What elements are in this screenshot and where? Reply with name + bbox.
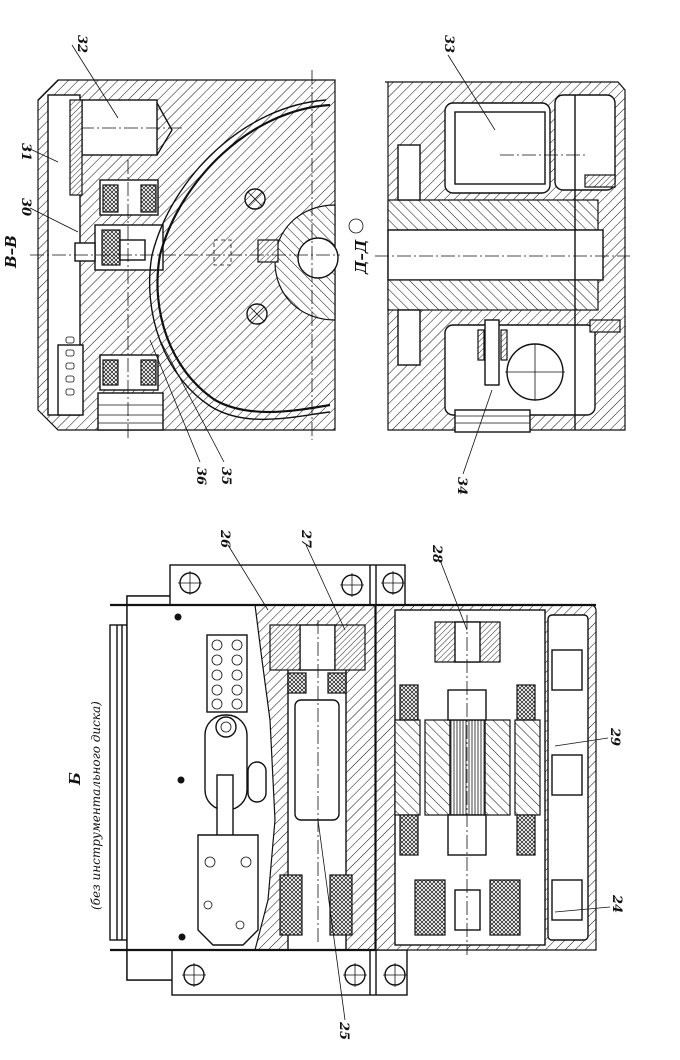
lever-31 [69,99,83,196]
view-titles: В–В Д–Д Б (без инструментального диска) [2,235,370,910]
nut-36 [97,392,164,431]
stator-right-b [484,719,511,816]
pin-30 [74,242,96,262]
key [257,239,279,263]
view-marker-circle [348,218,364,234]
pin-marks [244,188,268,325]
section-bb [30,70,340,440]
view-b [109,564,597,996]
solenoid-32 [81,99,158,156]
stator-left-b [424,719,451,816]
gear-27 [334,624,366,671]
label-34: 34 [454,477,469,495]
bearing-left [279,874,303,936]
terminal-block [206,634,248,713]
label-36: 36 [193,467,208,485]
flange-top [169,564,406,606]
mounting-holes [178,571,407,987]
label-28: 28 [429,544,444,563]
shaft-dd [387,229,604,281]
brake-coil-right [489,879,521,936]
terminal-slots [65,336,75,396]
pin-34 [484,319,500,386]
winding-top-left [399,684,419,721]
label-25: 25 [336,1021,351,1040]
winding-bottom-left [399,814,419,856]
disk-arc [156,103,331,414]
label-33: 33 [441,35,456,53]
title-section-bb: В–В [2,235,20,269]
label-26: 26 [217,529,232,548]
terminal-screws [211,639,243,710]
spindle-bore [297,237,339,279]
bearing-right [329,874,353,936]
brake-coil-left [414,879,446,936]
caption-view-b: (без инструментального диска) [89,701,103,910]
section-dd [348,81,630,433]
rotor-29 [449,719,486,816]
label-27: 27 [298,529,313,548]
label-24: 24 [609,894,624,913]
flange-bottom [171,949,408,996]
label-32: 32 [74,35,89,53]
sleeve-lower [387,279,599,311]
stator-left-a [394,719,421,816]
winding-top-right [516,684,536,721]
sleeve-upper [387,199,599,231]
gear-26 [269,624,301,671]
title-section-dd: Д–Д [352,239,370,275]
label-31: 31 [18,143,33,161]
spindle-25 [294,699,340,821]
terminal-block-bb [57,344,84,416]
screws-small [174,613,186,941]
label-30: 30 [18,198,33,216]
leader-lines [27,44,611,1021]
label-29: 29 [607,727,622,746]
title-view-b: Б [66,772,84,786]
stator-right-a [514,719,541,816]
switch-plate [197,834,259,946]
label-35: 35 [218,467,233,485]
part-labels: 32 31 30 36 35 33 34 26 27 28 29 24 25 [18,35,624,1040]
thread-dd [454,409,531,433]
winding-bottom-right [516,814,536,856]
solenoid-33 [454,111,546,185]
